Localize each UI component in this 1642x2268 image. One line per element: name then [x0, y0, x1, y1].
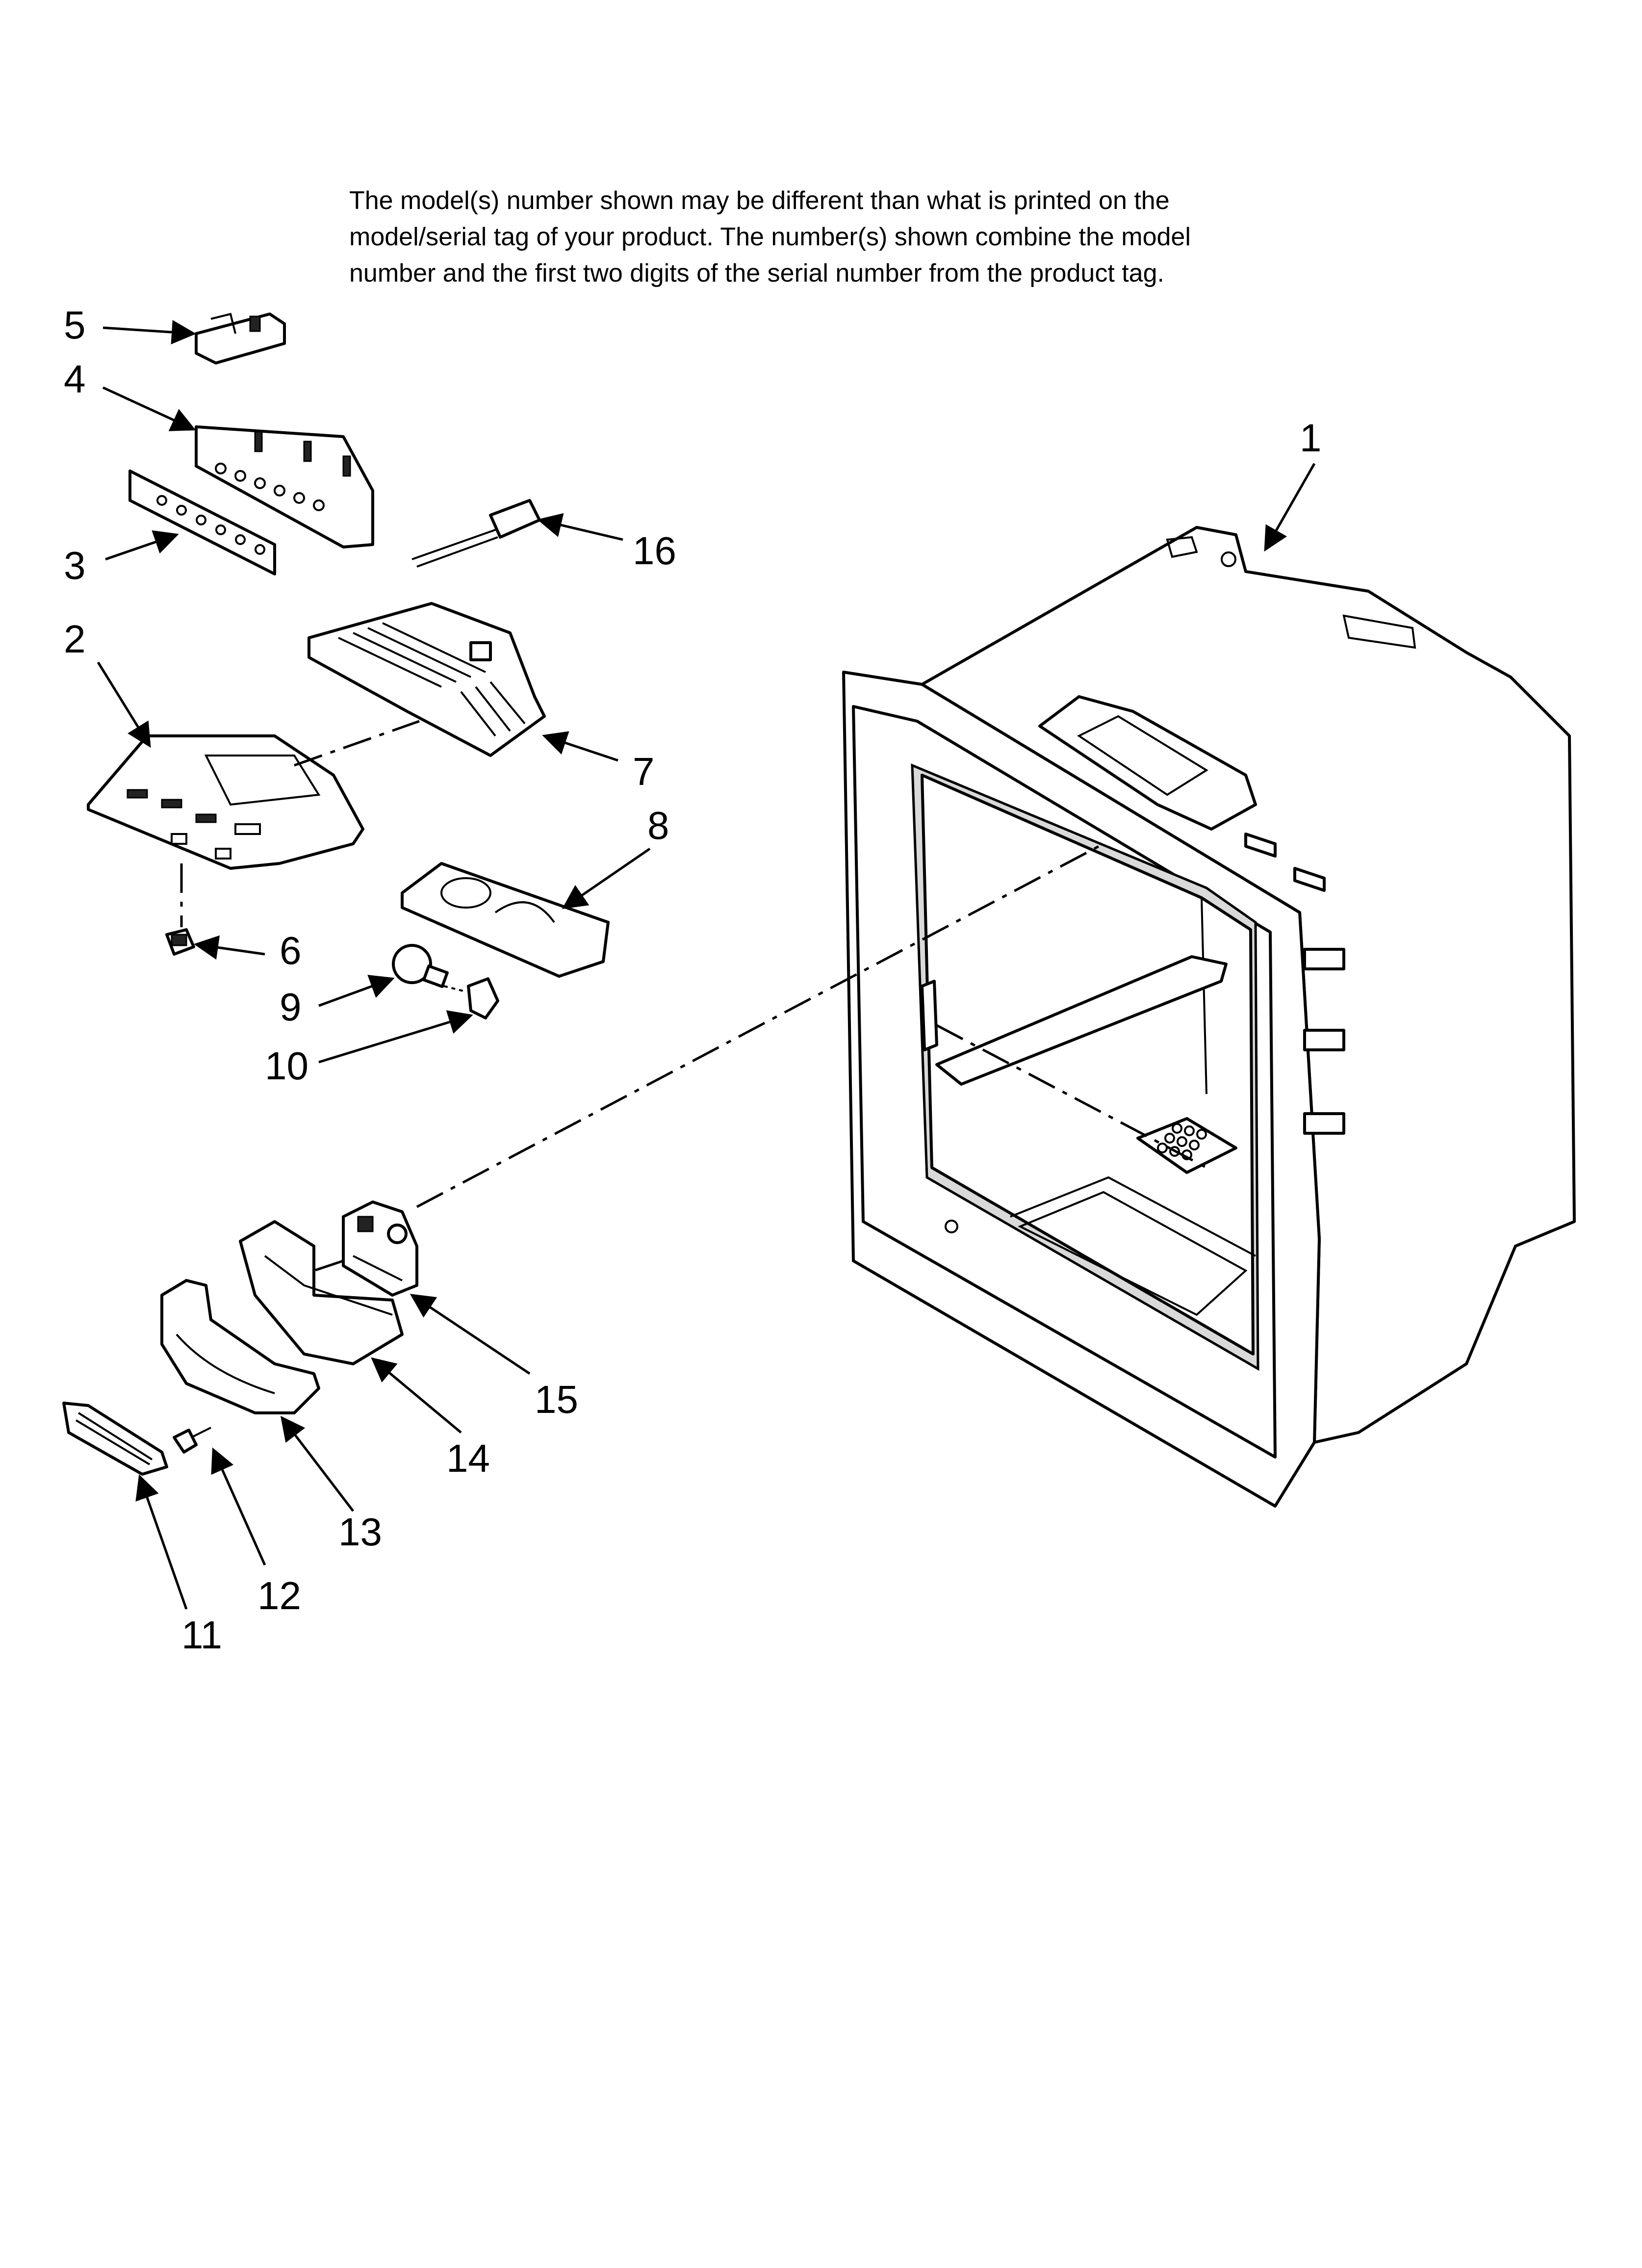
note-line-1: The model(s) number shown may be differe… — [349, 186, 1170, 215]
callout-4: 4 — [64, 357, 86, 401]
callout-1: 1 — [1300, 416, 1322, 460]
callout-3: 3 — [64, 544, 86, 587]
callout-9: 9 — [280, 985, 302, 1029]
diffuser-louvers — [338, 622, 526, 737]
part-2-mounting-plate — [87, 734, 364, 870]
part-12-screw — [173, 1427, 211, 1454]
plate-slots — [127, 789, 261, 860]
part-1-liner — [842, 526, 1576, 1508]
callout-12: 12 — [257, 1574, 301, 1617]
part-15-damper — [342, 1200, 418, 1297]
part-4-control-housing — [195, 425, 374, 548]
callout-15: 15 — [535, 1378, 578, 1421]
callout-16: 16 — [633, 529, 676, 573]
callout-13: 13 — [338, 1510, 382, 1554]
alignment-line-14-15 — [313, 1259, 344, 1272]
part-5-cover — [195, 313, 286, 365]
alignment-line-15-1 — [416, 842, 1104, 1208]
callout-7: 7 — [633, 750, 655, 793]
callout-labels: 1 2 3 4 5 6 7 8 9 10 11 12 13 14 15 16 — [64, 303, 1322, 1657]
model-number-note: The model(s) number shown may be differe… — [349, 182, 1330, 291]
part-16-thermistor — [411, 499, 541, 568]
part-3-overlay — [128, 469, 276, 575]
part-6-switch — [165, 928, 195, 956]
callout-6: 6 — [280, 929, 302, 972]
callout-10: 10 — [265, 1044, 308, 1088]
note-line-2: model/serial tag of your product. The nu… — [349, 223, 1191, 251]
part-13-bezel — [160, 1279, 320, 1414]
control-holes — [215, 463, 325, 511]
alignment-line-2-7 — [294, 720, 420, 767]
callout-11: 11 — [181, 1613, 222, 1657]
callout-2: 2 — [64, 617, 86, 661]
part-8-light-cover — [401, 862, 610, 978]
callout-14: 14 — [446, 1436, 490, 1480]
callout-8: 8 — [647, 804, 669, 847]
leader-lines — [97, 320, 1316, 1610]
part-7-diffuser — [308, 602, 546, 757]
part-10-socket — [443, 977, 499, 1019]
vent-slots — [1157, 1123, 1207, 1160]
part-14-dispenser-housing — [239, 1220, 404, 1365]
part-9-bulb — [392, 944, 449, 988]
callout-5: 5 — [64, 303, 86, 347]
part-11-trim — [62, 1402, 168, 1476]
note-line-3: number and the first two digits of the s… — [349, 259, 1164, 287]
